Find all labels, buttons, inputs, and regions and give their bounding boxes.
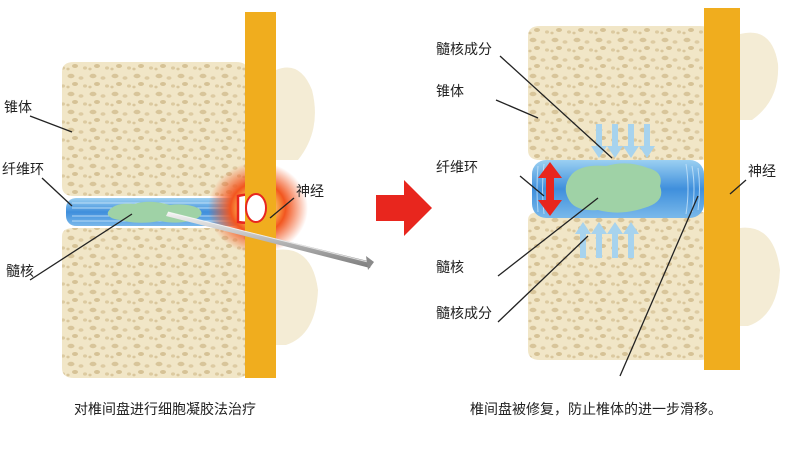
label-left-vertebra: 锥体 [4,100,32,116]
left-panel: 锥体 纤维环 髓核 神经 对椎间盘进行细胞凝胶法治疗 [2,12,374,418]
transition-arrow [376,180,432,236]
right-upper-vertebra [528,26,712,160]
leader-right-nerve [729,179,747,195]
right-posterior-process-bottom [740,227,780,326]
label-left-nerve: 神经 [296,184,324,200]
label-right-nucleus: 髓核 [436,260,464,276]
label-left-annulus: 纤维环 [2,162,44,178]
nucleus-component-flow-bottom [575,222,639,258]
label-right-vertebra: 锥体 [436,84,464,100]
label-left-nucleus: 髓核 [6,264,34,280]
right-lower-vertebra [528,212,712,360]
caption-right: 椎间盘被修复，防止椎体的进一步滑移。 [470,401,722,418]
leader-right-nucleus-component-top [499,55,613,159]
caption-left: 对椎间盘进行细胞凝胶法治疗 [74,401,256,418]
left-lower-vertebra [62,228,248,378]
disc-height-arrow [538,162,562,216]
leader-left-annulus [41,177,73,207]
leader-left-nucleus [29,213,133,281]
left-upper-vertebra [62,62,248,196]
leader-right-annulus [519,175,545,197]
label-right-nucleus-component-top: 髓核成分 [436,42,492,58]
nucleus-component-flow-top [591,124,655,158]
leader-right-nucleus [497,197,599,277]
left-posterior-process-bottom [276,249,318,345]
leader-left-vertebra [29,115,73,133]
leader-right-vertebra [495,99,539,119]
right-nucleus [565,163,662,213]
herniation-bulge-front [245,193,267,223]
label-right-nucleus-component-bottom: 髓核成分 [436,306,492,322]
injection-needle [166,211,374,270]
label-right-nerve: 神经 [748,164,776,180]
leader-left-nerve [269,197,295,219]
label-right-annulus: 纤维环 [436,160,478,176]
right-nerve-bar [704,8,740,370]
right-panel: 髓核成分 锥体 纤维环 神经 髓核 髓核成分 椎间盘被修复，防止椎体的进一步滑移… [436,8,780,418]
leader-right-nucleus-component-bottom [497,235,589,323]
leader-right-slip [619,195,699,377]
right-posterior-process-top [740,32,779,120]
left-posterior-process-top [276,67,315,160]
